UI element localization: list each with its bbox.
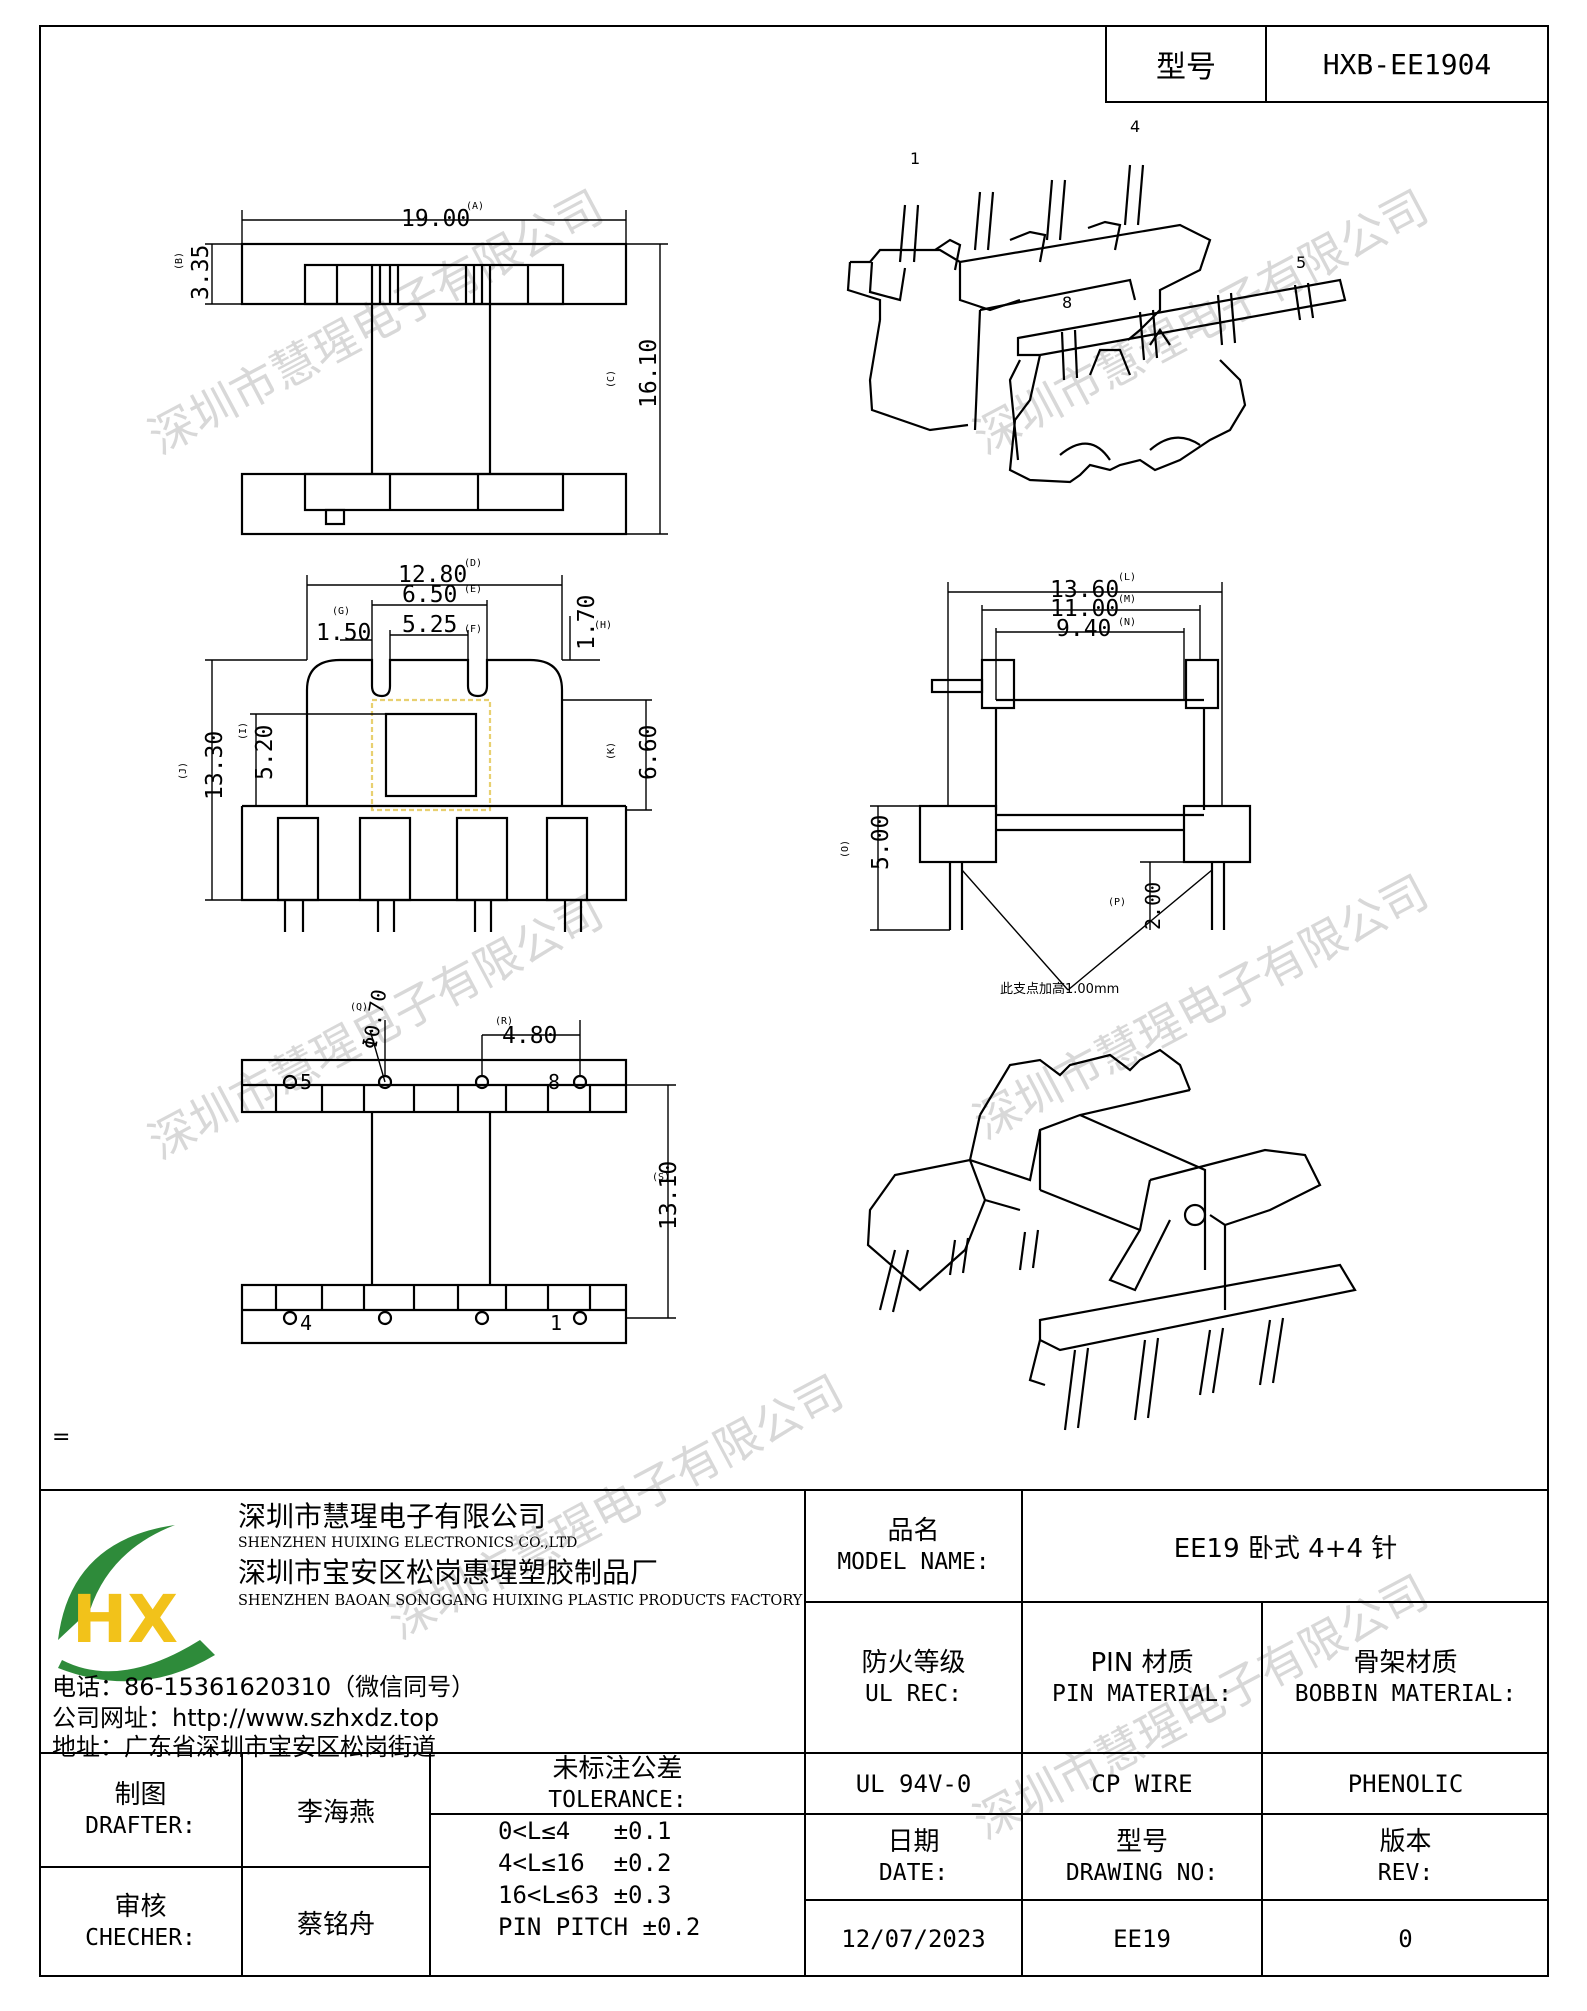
isometric-view-top bbox=[846, 164, 1347, 484]
equals-mark: = bbox=[52, 1425, 71, 1450]
contact-phone: 电话：86-15361620310（微信同号） bbox=[52, 1673, 476, 1701]
tag-g: (G) bbox=[332, 606, 350, 617]
dim-l: 13.60 bbox=[1050, 577, 1119, 603]
side-view bbox=[870, 582, 1252, 991]
bottom-pin-4: 4 bbox=[300, 1311, 312, 1335]
dim-k: 6.60 bbox=[636, 725, 662, 780]
tag-j: (J) bbox=[178, 762, 189, 780]
dim-j: 13.30 bbox=[202, 731, 228, 800]
isometric-view-bottom bbox=[866, 1048, 1357, 1431]
tag-d: (D) bbox=[464, 558, 482, 569]
tag-h: (H) bbox=[594, 620, 612, 631]
titleblock-grid bbox=[39, 1489, 1549, 1977]
watermark-2: 深圳市慧瑆电子有限公司 bbox=[965, 179, 1437, 464]
bobbin-material-value: PHENOLIC bbox=[1347, 1769, 1464, 1798]
checker-name: 蔡铭舟 bbox=[296, 1909, 375, 1940]
tag-pin: (Q) bbox=[350, 1002, 368, 1013]
top-view bbox=[205, 210, 668, 536]
drawing-frame bbox=[39, 25, 1549, 1977]
dim-o: 5.00 bbox=[868, 815, 894, 870]
bottom-pin-8: 8 bbox=[548, 1070, 560, 1094]
tag-o: (O) bbox=[840, 840, 851, 858]
bottom-view bbox=[240, 1020, 676, 1345]
dim-span: 13.10 bbox=[656, 1161, 682, 1230]
contact-address: 地址：广东省深圳市宝安区松岗街道 bbox=[52, 1733, 436, 1761]
dim-m: 11.00 bbox=[1050, 596, 1119, 622]
bottom-pin-1: 1 bbox=[550, 1311, 562, 1335]
tag-height: (C) bbox=[606, 370, 617, 388]
tolerance-line-4: PIN PITCH ±0.2 bbox=[498, 1913, 701, 1941]
pin-label-8: 8 bbox=[1062, 293, 1072, 312]
dim-e: 6.50 bbox=[402, 582, 457, 608]
model-label: 型号 bbox=[1107, 27, 1267, 101]
front-view bbox=[205, 575, 652, 932]
dim-flange: 3.35 bbox=[188, 245, 214, 300]
dim-g: 1.50 bbox=[316, 620, 371, 646]
dim-p: 2.00 bbox=[1141, 882, 1165, 930]
watermark-1: 深圳市慧瑆电子有限公司 bbox=[140, 179, 612, 464]
contact-website: 公司网址：http://www.szhxdz.top bbox=[52, 1704, 440, 1732]
pin-label-4: 4 bbox=[1130, 117, 1140, 136]
tolerance-line-3: 16<L≤63 ±0.3 bbox=[498, 1881, 672, 1909]
watermark-4: 深圳市慧瑆电子有限公司 bbox=[965, 864, 1437, 1149]
company-name-en: SHENZHEN HUIXING ELECTRONICS CO.,LTD bbox=[238, 1535, 578, 1551]
tag-e: (E) bbox=[464, 584, 482, 595]
model-name-value: EE19 卧式 4+4 针 bbox=[1173, 1533, 1398, 1564]
dim-h: 1.70 bbox=[574, 595, 600, 650]
logo-text: HX bbox=[72, 1581, 178, 1658]
side-view-note: 此支点加高1.00mm bbox=[1000, 981, 1119, 997]
tag-flange: (B) bbox=[174, 252, 185, 270]
model-number-box: 型号 HXB-EE1904 bbox=[1105, 25, 1549, 103]
revision-value: 0 bbox=[1398, 1924, 1413, 1953]
tag-f: (F) bbox=[464, 624, 482, 635]
factory-name-en: SHENZHEN BAOAN SONGGANG HUIXING PLASTIC … bbox=[238, 1593, 803, 1609]
bottom-pin-5: 5 bbox=[300, 1070, 312, 1094]
tolerance-line-2: 4<L≤16 ±0.2 bbox=[498, 1849, 672, 1877]
tag-n: (N) bbox=[1118, 617, 1136, 628]
dim-f: 5.25 bbox=[402, 612, 457, 638]
pin-label-1: 1 bbox=[910, 149, 920, 168]
tag-p: (P) bbox=[1108, 897, 1126, 908]
pin-label-5: 5 bbox=[1296, 253, 1306, 272]
pin-material-value: CP WIRE bbox=[1091, 1769, 1193, 1798]
dim-width: 19.00 bbox=[401, 206, 470, 232]
factory-name-cn: 深圳市宝安区松岗惠瑆塑胶制品厂 bbox=[238, 1556, 659, 1589]
dim-height: 16.10 bbox=[636, 339, 662, 408]
company-logo: HX bbox=[58, 1525, 215, 1682]
date-value: 12/07/2023 bbox=[841, 1924, 986, 1953]
dim-d: 12.80 bbox=[398, 562, 467, 588]
dim-pitch: 4.80 bbox=[502, 1023, 557, 1049]
tolerance-line-1: 0<L≤4 ±0.1 bbox=[498, 1817, 672, 1845]
ul-value: UL 94V-0 bbox=[855, 1769, 972, 1798]
tag-width: (A) bbox=[466, 201, 484, 212]
dim-n: 9.40 bbox=[1056, 616, 1111, 642]
tag-span: (S) bbox=[652, 1172, 670, 1183]
drawing-no-value: EE19 bbox=[1113, 1924, 1171, 1953]
model-value: HXB-EE1904 bbox=[1322, 47, 1492, 81]
tag-l: (L) bbox=[1118, 572, 1136, 583]
dim-i: 5.20 bbox=[252, 725, 278, 780]
tag-k: (K) bbox=[606, 742, 617, 760]
company-name-cn: 深圳市慧瑆电子有限公司 bbox=[238, 1500, 547, 1533]
drafter-name: 李海燕 bbox=[296, 1797, 375, 1828]
tag-i: (I) bbox=[238, 722, 249, 740]
tag-pitch: (R) bbox=[495, 1016, 513, 1027]
tag-m: (M) bbox=[1118, 594, 1136, 605]
